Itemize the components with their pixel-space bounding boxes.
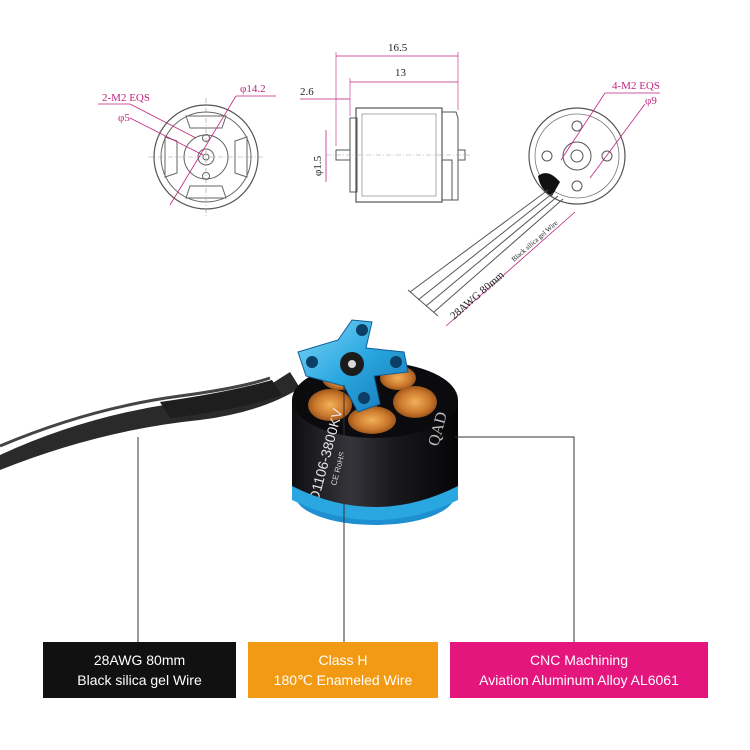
wire-caption: 28AWG 80mm Black silica gel Wire — [43, 642, 236, 698]
shaft-dia-label: φ1.5 — [312, 155, 324, 176]
wire-caption-line2: Black silica gel Wire — [77, 672, 202, 688]
wire-type-label: Black silica gel Wire — [510, 219, 559, 263]
machining-caption-line2: Aviation Aluminum Alloy AL6061 — [479, 672, 679, 688]
wire-caption-line1: 28AWG 80mm — [93, 652, 186, 668]
motor-photo: FD1106-3800KV CE RoHS QAD — [0, 319, 458, 525]
side-view-drawing: 16.5 13 2.6 φ1.5 — [300, 42, 470, 203]
wire-length-label: 28AWG 80mm — [448, 269, 507, 322]
machining-caption-line1: CNC Machining — [529, 652, 629, 668]
callout-leaders — [137, 385, 575, 642]
winding-caption: Class H 180℃ Enameled Wire — [248, 642, 438, 698]
rear-holes-label: 4-M2 EQS — [612, 80, 660, 92]
winding-caption-line2: 180℃ Enameled Wire — [273, 672, 413, 688]
rear-view-drawing: 4-M2 EQS φ9 28AWG 80mm Black silica gel … — [407, 80, 660, 327]
rear-bolt-circle-label: φ9 — [645, 95, 657, 107]
machining-caption: CNC Machining Aviation Aluminum Alloy AL… — [450, 642, 708, 698]
front-view-drawing: 2-M2 EQS φ5 φ14.2 — [98, 83, 276, 216]
total-length-label: 16.5 — [388, 42, 408, 54]
shaft-length-label: 2.6 — [300, 86, 314, 98]
winding-caption-line1: Class H — [318, 652, 368, 668]
body-length-label: 13 — [395, 67, 407, 79]
front-outer-dia-label: φ14.2 — [240, 83, 266, 95]
front-holes-label: 2-M2 EQS — [102, 92, 150, 104]
front-center-dia-label: φ5 — [118, 112, 130, 124]
